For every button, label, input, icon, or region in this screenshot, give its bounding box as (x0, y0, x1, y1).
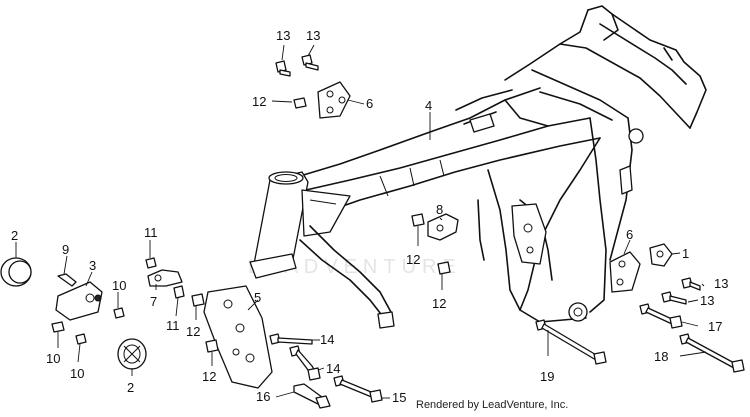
callout-13: 13 (714, 276, 728, 291)
nut-12-icon[interactable] (205, 339, 219, 353)
mount-plate-6-icon[interactable] (317, 81, 351, 119)
bolt-19-icon[interactable] (535, 319, 607, 365)
callout-19: 19 (540, 369, 554, 384)
nut-11-icon[interactable] (145, 257, 157, 269)
watermark-text: LEADVENTURE (248, 256, 462, 278)
main-frame[interactable] (249, 5, 707, 329)
nut-12-icon[interactable] (411, 213, 425, 227)
clamp-1-icon[interactable] (649, 243, 673, 267)
bolt-9-icon[interactable] (57, 273, 77, 287)
callout-13: 13 (700, 293, 714, 308)
callout-5: 5 (254, 290, 261, 305)
callout-2: 2 (127, 380, 134, 395)
callout-10: 10 (46, 351, 60, 366)
callout-17: 17 (708, 319, 722, 334)
nut-10-icon[interactable] (75, 333, 87, 345)
bolt-13-icon[interactable] (661, 291, 687, 305)
callout-13: 13 (276, 28, 290, 43)
callout-12: 12 (186, 324, 200, 339)
callout-14: 14 (326, 361, 340, 376)
callout-8: 8 (436, 202, 443, 217)
bolt-16-icon[interactable] (293, 383, 331, 409)
callout-12: 12 (202, 369, 216, 384)
callout-11: 11 (144, 225, 158, 240)
clamp-8-icon[interactable] (427, 213, 459, 241)
nut-11-icon[interactable] (173, 285, 185, 299)
credit-text: Rendered by LeadVenture, Inc. (414, 399, 571, 411)
callout-7: 7 (150, 294, 157, 309)
nut-12-icon[interactable] (437, 261, 451, 275)
cap-2-icon[interactable] (117, 338, 147, 370)
nut-12-icon[interactable] (191, 293, 205, 307)
callout-10: 10 (112, 278, 126, 293)
callout-11: 11 (166, 318, 180, 333)
callout-18: 18 (654, 349, 668, 364)
leader-lines (15, 44, 707, 399)
bolt-13-icon[interactable] (681, 277, 701, 291)
callout-6: 6 (626, 227, 633, 242)
callout-14: 14 (320, 332, 334, 347)
callout-labels: 13 13 12 6 4 2 9 3 10 10 10 11 7 11 2 12… (11, 28, 728, 405)
callout-1: 1 (682, 246, 689, 261)
mount-plate-6-icon[interactable] (609, 251, 641, 293)
bolt-18-icon[interactable] (679, 333, 745, 373)
bolt-17-icon[interactable] (639, 303, 683, 329)
bolt-13-icon[interactable] (275, 60, 291, 77)
callout-2: 2 (11, 228, 18, 243)
nut-10-icon[interactable] (113, 307, 125, 319)
bracket-3-icon[interactable] (55, 281, 103, 321)
clamp-7-icon[interactable] (147, 269, 183, 287)
callout-10: 10 (70, 366, 84, 381)
callout-15: 15 (392, 390, 406, 405)
callout-4: 4 (425, 98, 432, 113)
bolt-14-icon[interactable] (289, 345, 321, 381)
callout-12: 12 (252, 94, 266, 109)
callout-12: 12 (406, 252, 420, 267)
callout-12: 12 (432, 296, 446, 311)
mount-plate-5-icon[interactable] (203, 285, 273, 389)
bolt-15-icon[interactable] (333, 375, 383, 403)
callout-9: 9 (62, 242, 69, 257)
callout-16: 16 (256, 389, 270, 404)
bolt-13-icon[interactable] (301, 54, 319, 71)
callout-13: 13 (306, 28, 320, 43)
bolt-14-icon[interactable] (269, 333, 313, 345)
nut-12-icon[interactable] (293, 97, 307, 109)
nut-10-icon[interactable] (51, 321, 65, 333)
callout-3: 3 (89, 258, 96, 273)
cap-2-icon[interactable] (0, 257, 32, 287)
callout-6: 6 (366, 96, 373, 111)
